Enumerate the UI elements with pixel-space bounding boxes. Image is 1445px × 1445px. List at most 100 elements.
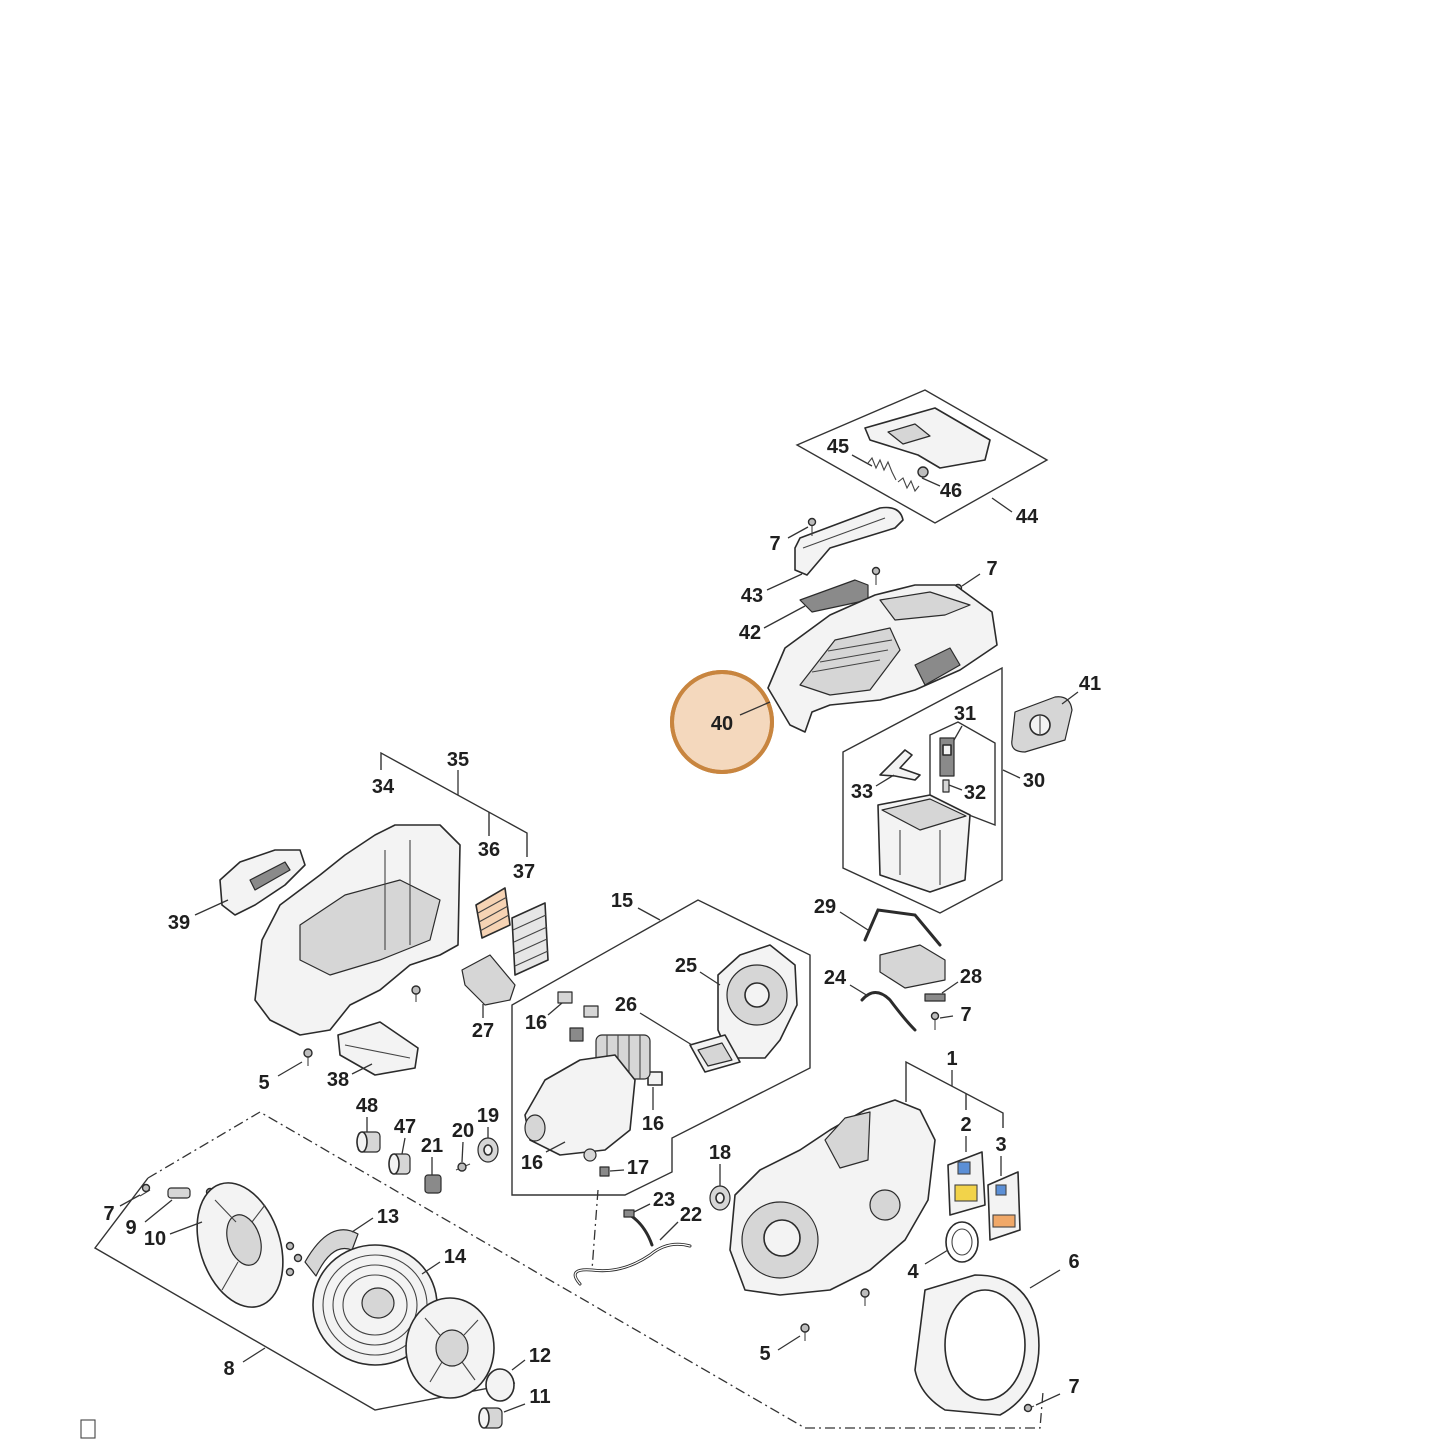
callout-16-b[interactable]: 16 bbox=[642, 1113, 664, 1135]
filter-36-hatch-3 bbox=[479, 914, 510, 932]
wheel-tire-14-ring-3 bbox=[342, 1274, 408, 1336]
callout-30[interactable]: 30 bbox=[1023, 770, 1045, 792]
callout-26[interactable]: 26 bbox=[615, 994, 637, 1016]
callout-6[interactable]: 6 bbox=[1068, 1251, 1079, 1273]
callout-4[interactable]: 4 bbox=[907, 1261, 919, 1283]
insulator-26-b bbox=[697, 1042, 733, 1067]
leader-6 bbox=[1029, 1269, 1061, 1289]
callout-1[interactable]: 1 bbox=[946, 1048, 957, 1070]
callout-37[interactable]: 37 bbox=[513, 861, 535, 883]
callout-48[interactable]: 48 bbox=[356, 1095, 378, 1117]
filter-37-hatch-3 bbox=[513, 938, 548, 955]
callout-45[interactable]: 45 bbox=[827, 436, 849, 458]
callout-7-a[interactable]: 7 bbox=[769, 533, 780, 555]
callout-7-c[interactable]: 7 bbox=[960, 1004, 971, 1026]
callout-13[interactable]: 13 bbox=[377, 1206, 399, 1228]
screw-5-head-b bbox=[411, 985, 421, 995]
callout-31[interactable]: 31 bbox=[954, 703, 976, 725]
carry-handle bbox=[794, 506, 904, 576]
rail-38-groove bbox=[344, 1044, 411, 1059]
callout-7-e[interactable]: 7 bbox=[1068, 1376, 1079, 1398]
callout-10[interactable]: 10 bbox=[144, 1228, 166, 1250]
screw-13-a bbox=[285, 1241, 295, 1251]
callout-40[interactable]: 40 bbox=[711, 713, 733, 735]
leader-7-a bbox=[787, 526, 809, 539]
callout-46[interactable]: 46 bbox=[940, 480, 962, 502]
callout-27[interactable]: 27 bbox=[472, 1020, 494, 1042]
cable-assembly-22 bbox=[573, 1209, 692, 1286]
callout-29[interactable]: 29 bbox=[814, 896, 836, 918]
callout-16-c[interactable]: 16 bbox=[521, 1152, 543, 1174]
leader-7-c bbox=[939, 1015, 954, 1019]
leader-7-d bbox=[119, 1194, 141, 1207]
screw-5-head-d bbox=[800, 1323, 810, 1333]
hub-cap-12 bbox=[485, 1368, 515, 1402]
screw-13-b bbox=[293, 1253, 303, 1263]
left-housing-assembly bbox=[219, 824, 549, 1076]
callout-43[interactable]: 43 bbox=[741, 585, 763, 607]
leader-45 bbox=[851, 454, 873, 467]
callout-25[interactable]: 25 bbox=[675, 955, 697, 977]
callout-38[interactable]: 38 bbox=[327, 1069, 349, 1091]
spring-45 bbox=[867, 456, 897, 481]
callout-21[interactable]: 21 bbox=[421, 1135, 443, 1157]
screw-7-head-e bbox=[141, 1183, 151, 1193]
callout-15[interactable]: 15 bbox=[611, 890, 633, 912]
wheel-disc-10-spoke-1 bbox=[214, 1199, 237, 1223]
screw-20-head bbox=[457, 1162, 467, 1172]
callout-24[interactable]: 24 bbox=[824, 967, 847, 989]
wheel-disc-10-spoke-3 bbox=[221, 1261, 239, 1291]
callout-39[interactable]: 39 bbox=[168, 912, 190, 934]
leader-11 bbox=[503, 1403, 526, 1413]
callout-11[interactable]: 11 bbox=[529, 1386, 550, 1408]
callout-42[interactable]: 42 bbox=[739, 622, 761, 644]
callout-35[interactable]: 35 bbox=[447, 749, 469, 771]
callout-14[interactable]: 14 bbox=[444, 1246, 467, 1268]
callout-20[interactable]: 20 bbox=[452, 1120, 474, 1142]
fan-cover-6-opening bbox=[944, 1289, 1026, 1401]
leader-46 bbox=[921, 477, 941, 487]
callout-28[interactable]: 28 bbox=[960, 966, 982, 988]
leader-30 bbox=[1002, 769, 1021, 779]
leader-8 bbox=[242, 1347, 266, 1363]
callout-5-a[interactable]: 5 bbox=[258, 1072, 269, 1094]
hub-nut-11-face bbox=[478, 1407, 490, 1429]
brush-holder-16-c bbox=[569, 1027, 584, 1042]
leader-5-b bbox=[777, 1335, 801, 1351]
callout-32[interactable]: 32 bbox=[964, 782, 986, 804]
leader-7-e bbox=[1035, 1393, 1061, 1406]
callout-33[interactable]: 33 bbox=[851, 781, 873, 803]
handle-grip-line bbox=[802, 517, 886, 549]
callout-17[interactable]: 17 bbox=[627, 1157, 649, 1179]
pinion-21 bbox=[424, 1174, 442, 1194]
drive-small-parts bbox=[356, 1131, 731, 1211]
wheel-tire-14-ring-2 bbox=[332, 1264, 418, 1346]
screw-7-head-g bbox=[1023, 1403, 1033, 1413]
callout-7-d[interactable]: 7 bbox=[103, 1203, 114, 1225]
callout-19[interactable]: 19 bbox=[477, 1105, 499, 1127]
callout-47[interactable]: 47 bbox=[394, 1116, 416, 1138]
callout-44[interactable]: 44 bbox=[1016, 506, 1039, 528]
logo-plate-4 bbox=[945, 1221, 979, 1263]
callout-7-b[interactable]: 7 bbox=[986, 558, 997, 580]
callout-5-b[interactable]: 5 bbox=[759, 1343, 770, 1365]
callout-2[interactable]: 2 bbox=[960, 1114, 971, 1136]
filter-37-hatch-4 bbox=[514, 950, 549, 967]
leader-lines bbox=[119, 454, 1079, 1413]
clip-27 bbox=[461, 954, 516, 1006]
callout-3[interactable]: 3 bbox=[995, 1134, 1006, 1156]
callout-9[interactable]: 9 bbox=[125, 1217, 136, 1239]
warning-label-2-blue bbox=[957, 1161, 971, 1175]
callout-16-a[interactable]: 16 bbox=[525, 1012, 547, 1034]
leader-9 bbox=[144, 1199, 173, 1223]
callout-12[interactable]: 12 bbox=[529, 1345, 551, 1367]
callout-18[interactable]: 18 bbox=[709, 1142, 731, 1164]
callout-34[interactable]: 34 bbox=[372, 776, 395, 798]
callout-41[interactable]: 41 bbox=[1079, 673, 1101, 695]
callout-36[interactable]: 36 bbox=[478, 839, 500, 861]
callout-22[interactable]: 22 bbox=[680, 1204, 702, 1226]
logo-plate-4-inner bbox=[951, 1228, 973, 1256]
wheel-cap-spoke-1 bbox=[424, 1317, 441, 1336]
callout-23[interactable]: 23 bbox=[653, 1189, 675, 1211]
callout-8[interactable]: 8 bbox=[223, 1358, 234, 1380]
